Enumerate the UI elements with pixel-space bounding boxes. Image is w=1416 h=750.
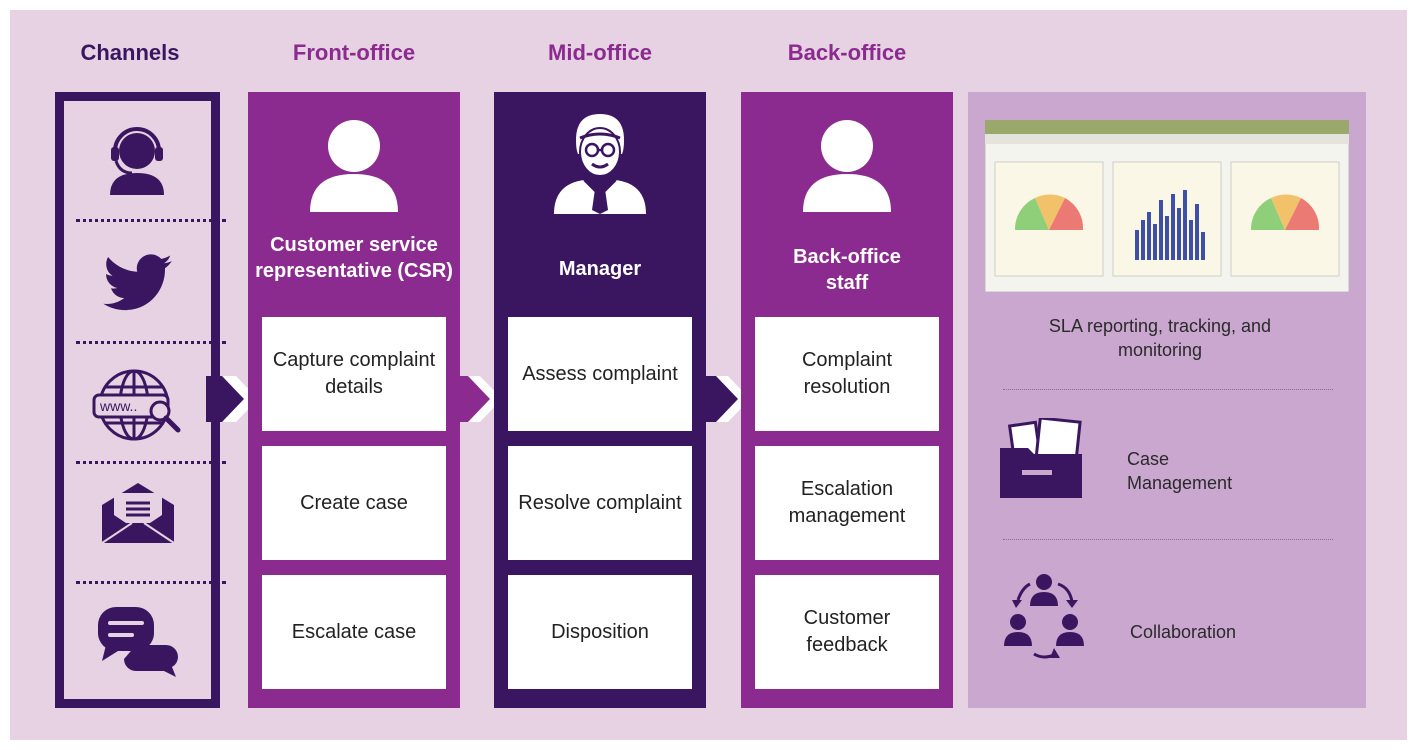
back-office-column: Back-office staff Complaint resolution E… — [741, 92, 953, 708]
person-icon — [803, 120, 891, 212]
front-office-step-3: Escalate case — [262, 575, 446, 689]
collaboration-icon — [1004, 574, 1084, 659]
channel-separator — [76, 461, 226, 464]
front-office-header: Front-office — [292, 40, 416, 65]
headset-agent-icon — [110, 127, 164, 195]
mid-office-step-3: Disposition — [508, 575, 692, 689]
mid-office-header: Mid-office — [548, 40, 652, 65]
case-folder-icon — [1000, 418, 1082, 498]
mid-office-step-1: Assess complaint — [508, 317, 692, 431]
dashboard-screenshot — [985, 120, 1349, 292]
back-office-step-2: Escalation management — [755, 446, 939, 560]
mid-office-step-2: Resolve complaint — [508, 446, 692, 560]
mid-office-column: Manager Assess complaint Resolve complai… — [494, 92, 706, 708]
back-office-step-1: Complaint resolution — [755, 317, 939, 431]
channel-separator — [76, 219, 226, 222]
sla-caption: SLA reporting, tracking, and monitoring — [1048, 316, 1272, 361]
front-office-role: Customer service representative (CSR) — [255, 234, 453, 282]
mid-office-role: Manager — [558, 258, 642, 280]
back-office-role: Back-office staff — [793, 246, 901, 294]
collaboration-label: Collaboration — [1130, 622, 1237, 642]
front-office-step-2: Create case — [262, 446, 446, 560]
channels-header: Channels — [80, 40, 180, 65]
channel-separator — [76, 581, 226, 584]
svg-text:www..: www.. — [99, 398, 137, 414]
channels-column: www.. — [55, 92, 226, 708]
chat-bubbles-icon — [98, 607, 178, 677]
manager-icon — [554, 114, 646, 214]
front-office-step-1: Capture complaint details — [262, 317, 446, 431]
website-globe-icon: www.. — [92, 369, 181, 441]
front-office-column: Customer service representative (CSR) Ca… — [248, 92, 460, 708]
panel-divider — [1003, 539, 1333, 540]
channel-separator — [76, 341, 226, 344]
panel-divider — [1003, 389, 1333, 390]
twitter-bird-icon — [103, 254, 172, 311]
case-management-label: Case Management — [1127, 449, 1233, 494]
person-icon — [310, 120, 398, 212]
back-office-header: Back-office — [787, 40, 907, 65]
back-office-step-3: Customer feedback — [755, 575, 939, 689]
email-envelope-icon — [101, 483, 175, 544]
